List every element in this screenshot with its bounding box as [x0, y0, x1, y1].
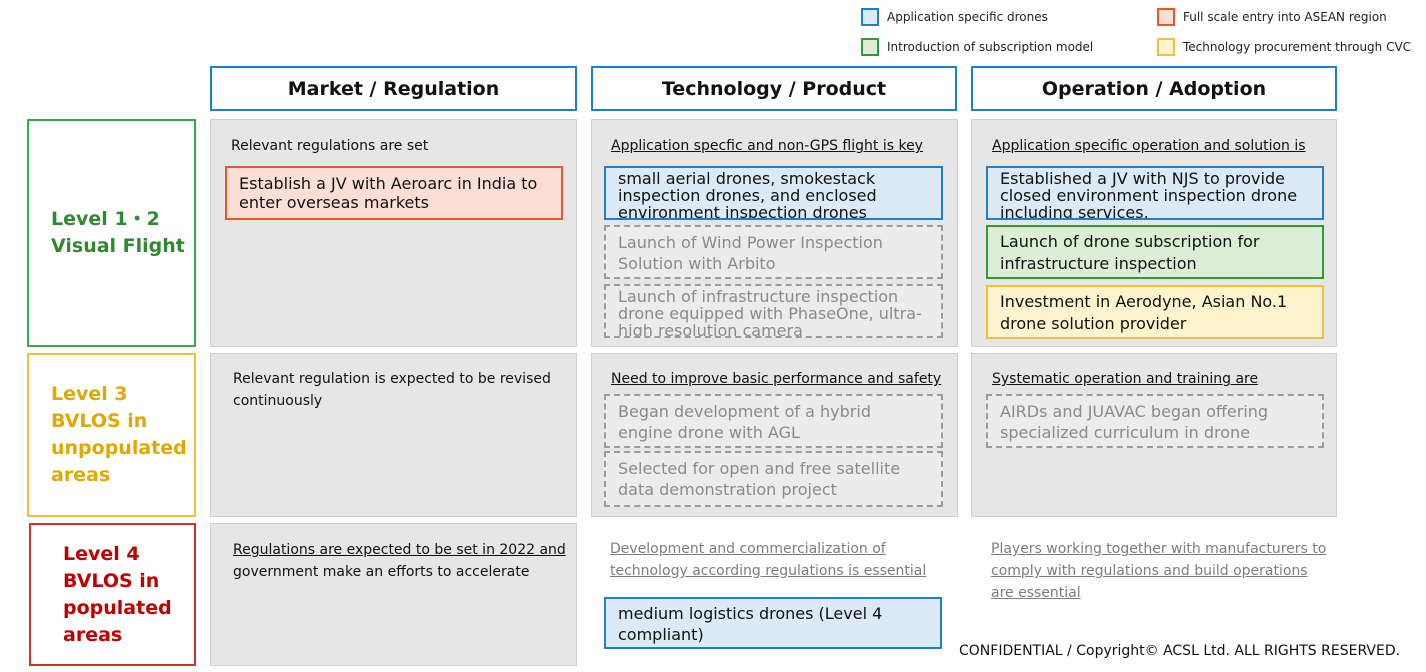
row-label-line: Level 1・2 [51, 208, 160, 230]
cell-heading: Relevant regulation is expected to be re… [233, 371, 551, 387]
cell-r3-technology: Development and commercialization of tec… [591, 523, 958, 666]
legend-label: Full scale entry into ASEAN region [1183, 10, 1387, 24]
cell-heading: Relevant regulations are set [231, 138, 429, 154]
cell-heading: Need to improve basic performance and sa… [611, 371, 942, 387]
box-juavac-curriculum: AIRDs and JUAVAC began offering speciali… [986, 394, 1324, 448]
row-label-line: BVLOS in [51, 410, 148, 432]
legend-swatch-yellow [1157, 38, 1175, 56]
column-header-market: Market / Regulation [210, 66, 577, 111]
legend-label: Introduction of subscription model [887, 40, 1094, 54]
legend-swatch-green [861, 38, 879, 56]
row-label-level-3: Level 3 BVLOS in unpopulated areas [27, 353, 196, 517]
row-label-line: populated [63, 596, 172, 619]
cell-heading: are essential [991, 585, 1081, 601]
cell-heading: Regulations are expected to be set in 20… [233, 542, 566, 558]
legend-label: Technology procurement through CVC [1183, 40, 1412, 54]
column-header-operation: Operation / Adoption [971, 66, 1337, 111]
cell-r3-operation: Players working together with manufactur… [971, 523, 1337, 633]
box-aerodyne-investment: Investment in Aerodyne, Asian No.1 drone… [986, 285, 1324, 339]
row-label-line: BVLOS in [63, 569, 160, 592]
cell-heading: Development and commercialization of [610, 541, 886, 557]
row-label-line: unpopulated [51, 437, 187, 459]
box-phaseone-drone: Launch of infrastructure inspection dron… [604, 284, 943, 338]
cell-heading: Systematic operation and training are [992, 371, 1259, 387]
legend-cvc: Technology procurement through CVC [1157, 37, 1411, 57]
row-label-line: Level 4 [63, 542, 140, 565]
cell-r2-operation: Systematic operation and training are AI… [971, 353, 1337, 517]
box-njs-jv: Established a JV with NJS to provide clo… [986, 166, 1324, 220]
cell-heading: comply with regulations and build operat… [991, 563, 1308, 579]
box-hybrid-engine: Began development of a hybrid engine dro… [604, 394, 943, 448]
cell-r3-market: Regulations are expected to be set in 20… [210, 523, 577, 666]
cell-heading: Application specfic and non-GPS flight i… [611, 138, 923, 154]
legend-swatch-blue [861, 8, 879, 26]
cell-heading: continuously [233, 393, 323, 409]
cell-heading: Application specific operation and solut… [992, 138, 1306, 154]
row-label-level-4: Level 4 BVLOS in populated areas [29, 523, 196, 666]
row-label-line: areas [63, 623, 123, 646]
row-label-line: Level 3 [51, 383, 128, 405]
cell-heading: Players working together with manufactur… [991, 541, 1327, 557]
cell-r2-technology: Need to improve basic performance and sa… [591, 353, 958, 517]
cell-r1-market: Relevant regulations are set Establish a… [210, 119, 577, 347]
row-label-line: areas [51, 464, 111, 486]
box-drone-subscription: Launch of drone subscription for infrast… [986, 225, 1324, 279]
legend-application-specific: Application specific drones [861, 7, 1048, 27]
box-satellite-data: Selected for open and free satellite dat… [604, 451, 943, 507]
cell-r1-technology: Application specfic and non-GPS flight i… [591, 119, 958, 347]
cell-heading: technology according regulations is esse… [610, 563, 927, 579]
box-wind-power-inspection: Launch of Wind Power Inspection Solution… [604, 225, 943, 279]
box-aeroarc-jv: Establish a JV with Aeroarc in India to … [225, 166, 563, 220]
row-label-level-1-2: Level 1・2 Visual Flight [27, 119, 196, 347]
column-header-technology: Technology / Product [591, 66, 957, 111]
box-specialized-drones: small aerial drones, smokestack inspecti… [604, 166, 943, 220]
legend-label: Application specific drones [887, 10, 1048, 24]
cell-r1-operation: Application specific operation and solut… [971, 119, 1337, 347]
box-medium-logistics-drones: medium logistics drones (Level 4 complia… [604, 597, 942, 649]
copyright-footer: CONFIDENTIAL / Copyright© ACSL Ltd. ALL … [959, 643, 1401, 659]
cell-heading: government make an efforts to accelerate [233, 564, 530, 580]
cell-r2-market: Relevant regulation is expected to be re… [210, 353, 577, 517]
legend-subscription: Introduction of subscription model [861, 37, 1093, 57]
row-label-line: Visual Flight [51, 235, 185, 257]
legend-asean-entry: Full scale entry into ASEAN region [1157, 7, 1387, 27]
legend-swatch-red [1157, 8, 1175, 26]
